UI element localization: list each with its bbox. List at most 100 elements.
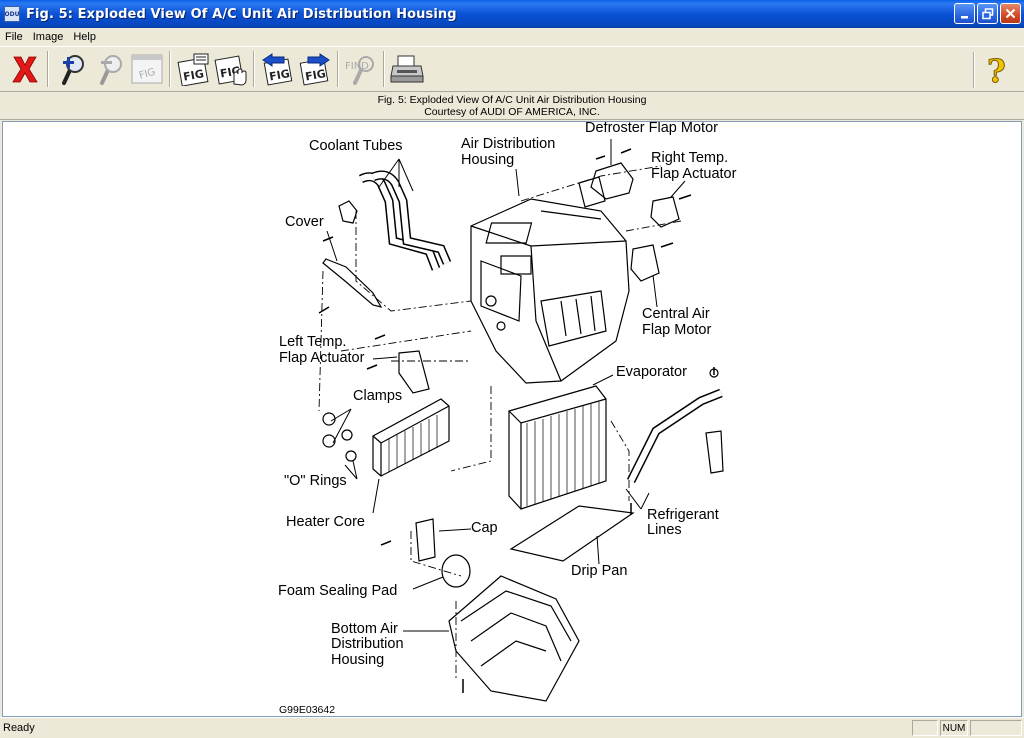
restore-button[interactable]	[977, 3, 998, 24]
status-num: NUM	[940, 720, 968, 736]
close-button[interactable]	[1000, 3, 1021, 24]
fit-button[interactable]: FIG	[128, 49, 166, 89]
toolbar-separator	[973, 52, 975, 88]
toolbar-separator	[383, 51, 385, 87]
status-pane-empty	[912, 720, 938, 736]
o-ring-drawing	[341, 429, 353, 441]
label-drip-pan: Drip Pan	[571, 563, 628, 579]
exploded-diagram	[318, 139, 724, 702]
label-cap: Cap	[471, 520, 498, 536]
drip-pan-drawing	[509, 505, 635, 562]
bracket-drawing	[338, 200, 358, 224]
close-icon	[1005, 8, 1016, 19]
toolbar-separator	[47, 51, 49, 87]
menu-bar: File Image Help	[0, 28, 1024, 46]
label-cover: Cover	[285, 214, 324, 230]
cap-drawing	[415, 518, 436, 562]
toolbar-separator	[169, 51, 171, 87]
svg-text:?: ?	[987, 53, 1006, 87]
caption-title: Fig. 5: Exploded View Of A/C Unit Air Di…	[377, 94, 647, 106]
fig-hand-button[interactable]: FIG	[212, 49, 250, 89]
window-title: Fig. 5: Exploded View Of A/C Unit Air Di…	[26, 6, 457, 22]
air-distribution-housing-drawing	[470, 198, 630, 384]
find-icon: FIND	[345, 56, 374, 85]
status-text: Ready	[3, 722, 35, 734]
red-x-icon	[12, 56, 38, 83]
zoom-in-icon	[62, 55, 84, 85]
printer-icon	[390, 55, 424, 83]
minimize-button[interactable]	[954, 3, 975, 24]
label-right-temp-2: Flap Actuator	[651, 166, 737, 182]
fig-button[interactable]: FIG	[174, 49, 212, 89]
svg-text:FIG: FIG	[138, 67, 157, 82]
label-refrigerant: Refrigerant	[647, 507, 719, 523]
label-air-distribution-housing-2: Housing	[461, 152, 515, 168]
find-button[interactable]: FIND	[342, 49, 380, 89]
toolbar-separator	[337, 51, 339, 87]
figure-code: G99E03642	[279, 704, 336, 716]
label-heater-core: Heater Core	[286, 514, 365, 530]
clamp-drawing	[322, 412, 336, 426]
restore-icon	[981, 7, 993, 19]
svg-text:FIG: FIG	[304, 67, 327, 83]
label-left-temp: Left Temp.	[279, 334, 347, 350]
help-question-icon: ?	[987, 53, 1007, 87]
prev-fig-button[interactable]: FIG	[258, 49, 296, 89]
caption-credit: Courtesy of AUDI OF AMERICA, INC.	[424, 106, 600, 118]
zoom-in-button[interactable]	[52, 49, 90, 89]
label-o-rings: "O" Rings	[284, 473, 347, 489]
prev-fig-icon: FIG	[262, 53, 293, 86]
heater-core-drawing	[372, 398, 450, 477]
o-ring-drawing	[345, 450, 357, 462]
central-air-motor-drawing	[630, 244, 660, 282]
menu-image[interactable]: Image	[32, 31, 64, 43]
clamp-drawing	[322, 434, 336, 448]
label-air-distribution-housing: Air Distribution	[461, 136, 556, 152]
toolbar: FIG FIG FIG FIG FIG	[0, 46, 1024, 92]
status-bar: Ready NUM	[0, 717, 1024, 738]
svg-text:FIG: FIG	[268, 67, 291, 83]
exit-button[interactable]	[6, 49, 44, 89]
svg-text:FIND: FIND	[345, 61, 369, 72]
menu-help[interactable]: Help	[73, 31, 96, 43]
evaporator-drawing	[508, 385, 607, 510]
help-button[interactable]: ?	[978, 50, 1016, 90]
left-temp-actuator-drawing	[398, 350, 430, 394]
label-bottom-air-2: Distribution	[331, 636, 404, 652]
defroster-motor-drawing	[590, 162, 634, 200]
toolbar-separator	[253, 51, 255, 87]
svg-text:FIG: FIG	[182, 67, 205, 83]
label-coolant-tubes: Coolant Tubes	[309, 138, 403, 154]
image-viewport[interactable]: Coolant Tubes Air Distribution Housing D…	[2, 121, 1022, 717]
figure-caption: Fig. 5: Exploded View Of A/C Unit Air Di…	[0, 92, 1024, 120]
app-icon: ODU	[4, 6, 20, 22]
label-left-temp-2: Flap Actuator	[279, 350, 365, 366]
fig-fit-icon: FIG	[131, 54, 163, 84]
foam-pad-drawing	[441, 554, 471, 588]
minimize-icon	[960, 15, 968, 18]
label-central-air-2: Flap Motor	[642, 322, 712, 338]
status-pane-blank	[970, 720, 1022, 736]
menu-file[interactable]: File	[5, 31, 23, 43]
label-bottom-air-3: Housing	[331, 652, 385, 668]
zoom-out-icon	[100, 55, 122, 85]
next-fig-icon: FIG	[299, 53, 330, 86]
cover-drawing	[322, 258, 383, 308]
fig-icon: FIG	[177, 53, 209, 86]
title-bar: ODU Fig. 5: Exploded View Of A/C Unit Ai…	[0, 0, 1024, 28]
fig-hand-icon: FIG	[214, 55, 247, 86]
next-fig-button[interactable]: FIG	[296, 49, 334, 89]
label-defroster-flap-motor: Defroster Flap Motor	[585, 121, 718, 136]
coolant-tubes-drawing	[358, 170, 452, 271]
bottom-housing-drawing	[448, 575, 580, 702]
window-controls	[954, 3, 1021, 24]
label-bottom-air: Bottom Air	[331, 621, 398, 637]
label-evaporator: Evaporator	[616, 364, 687, 380]
zoom-out-button[interactable]	[90, 49, 128, 89]
label-right-temp: Right Temp.	[651, 150, 729, 166]
print-button[interactable]	[388, 49, 426, 89]
label-refrigerant-2: Lines	[647, 522, 682, 538]
help-area: ?	[970, 50, 1016, 90]
refrigerant-lines-drawing	[626, 368, 724, 484]
label-clamps: Clamps	[353, 388, 403, 404]
